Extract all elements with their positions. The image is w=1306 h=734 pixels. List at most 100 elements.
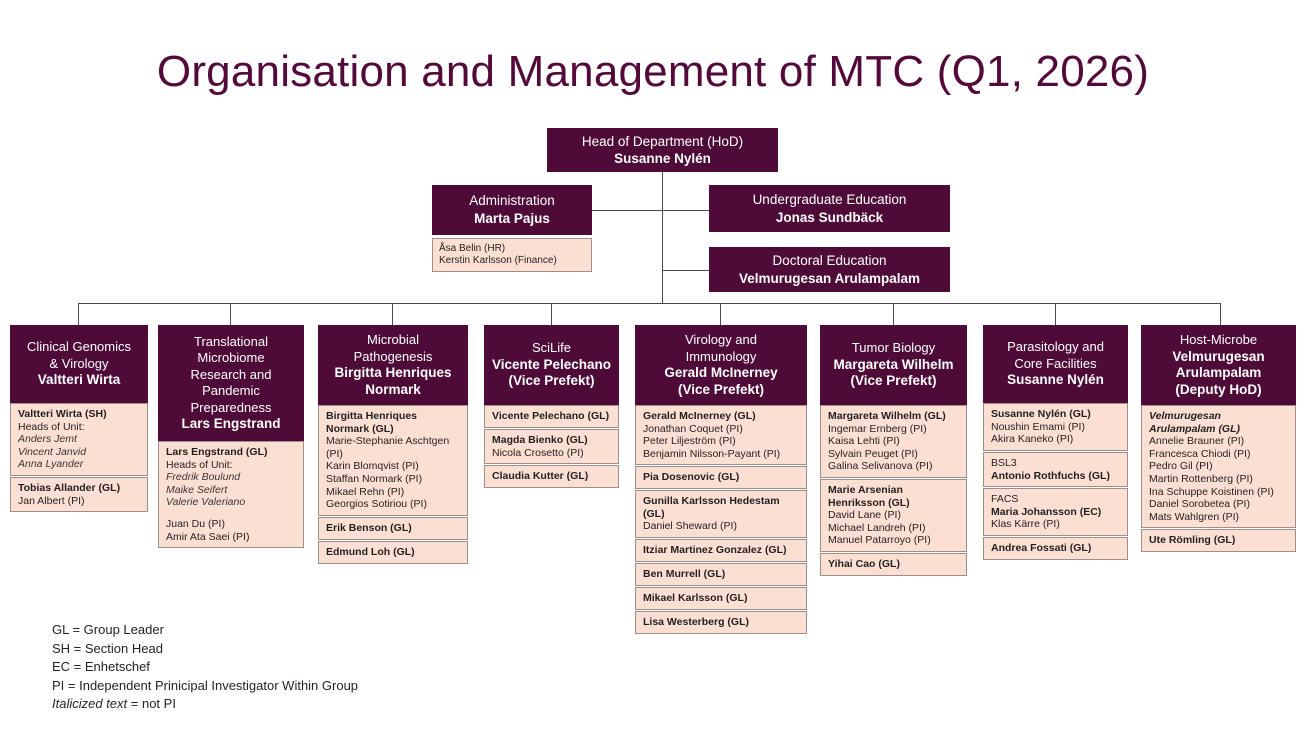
department-head-suffix: (Vice Prefekt) [508, 373, 595, 389]
department-title-line: Translational [194, 333, 268, 349]
unit-member: Kaisa Lehti (PI) [828, 435, 900, 448]
department-title-line: Clinical Genomics [26, 339, 132, 355]
unit-box: Magda Bienko (GL)Nicola Crosetto (PI) [484, 429, 619, 465]
unit-member: Jonathan Coquet (PI) [643, 422, 743, 435]
unit-member: Ina Schuppe Koistinen (PI) [1149, 485, 1274, 498]
unit-member: Sylvain Peuget (PI) [828, 447, 918, 460]
department-head-name: Birgitta Henriques Normark [334, 365, 452, 397]
connector-drop-4 [551, 303, 552, 325]
box-undergraduate-education[interactable]: Undergraduate Education Jonas Sundbäck [709, 185, 950, 232]
administration-role: Administration [469, 193, 555, 208]
unit-member: Ingemar Ernberg (PI) [828, 422, 927, 435]
legend-row: SH = Section Head [52, 640, 358, 659]
unit-member: Mikael Rehn (PI) [326, 485, 405, 498]
unit-member: Michael Landreh (PI) [828, 521, 926, 534]
unit-member: Claudia Kutter (GL) [492, 470, 589, 482]
connector-drop-8 [1220, 303, 1221, 325]
unit-member: Gunilla Karlsson Hedestam (GL) [643, 495, 780, 520]
unit-member: Edmund Loh (GL) [326, 546, 415, 558]
administration-staff-item: Åsa Belin (HR) [439, 243, 506, 254]
unit-member: Fredrik Boulund [166, 471, 241, 484]
unit-box: Yihai Cao (GL) [820, 553, 967, 576]
connector-main-horizontal [78, 303, 1221, 304]
page-title: Organisation and Management of MTC (Q1, … [156, 47, 1150, 96]
department-head-name: Lars Engstrand [181, 416, 281, 431]
department-head-name: Valtteri Wirta [37, 372, 121, 388]
unit-box: Vicente Pelechano (GL) [484, 405, 619, 428]
connector-drop-5 [720, 303, 721, 325]
unit-member: Valtteri Wirta (SH) [18, 408, 107, 420]
unit-member: Galina Selivanova (PI) [828, 460, 933, 473]
unit-member: Lisa Westerberg (GL) [643, 616, 749, 628]
unit-member: David Lane (PI) [828, 509, 901, 522]
undergraduate-education-role: Undergraduate Education [752, 191, 907, 207]
department-head-name: Vicente Pelechano [491, 356, 612, 372]
unit-member: Heads of Unit: [166, 458, 233, 471]
unit-box: Gunilla Karlsson Hedestam (GL)Daniel She… [635, 490, 807, 538]
box-doctoral-education[interactable]: Doctoral Education Velmurugesan Arulampa… [709, 247, 950, 292]
doctoral-education-person: Velmurugesan Arulampalam [738, 270, 921, 286]
legend-text: SH = Section Head [52, 640, 163, 656]
unit-member: Erik Benson (GL) [326, 522, 412, 534]
unit-member: Francesca Chiodi (PI) [1149, 447, 1251, 460]
department-head-suffix: (Deputy HoD) [1175, 381, 1262, 397]
connector-drop-7 [1055, 303, 1056, 325]
unit-member: Peter Liljeström (PI) [643, 435, 736, 448]
unit-member: Tobias Allander (GL) [18, 482, 121, 494]
department-title-line: Virology and [684, 332, 758, 347]
department-title-line: Pathogenesis [353, 348, 433, 364]
unit-member: Valerie Valeriano [166, 496, 246, 509]
department-title-line: Preparedness [190, 399, 272, 415]
unit-box: Birgitta Henriques Normark (GL)Marie-Ste… [318, 405, 468, 516]
legend-text: PI = Independent Prinicipal Investigator… [52, 677, 359, 693]
unit-box: Tobias Allander (GL)Jan Albert (PI) [10, 477, 148, 513]
unit-member: Yihai Cao (GL) [828, 558, 900, 570]
legend-row: Italicized text = not PI [52, 695, 358, 714]
unit-box: Erik Benson (GL) [318, 517, 468, 540]
unit-member: Vicente Pelechano (GL) [492, 410, 610, 422]
hod-role: Head of Department (HoD) [581, 134, 744, 149]
unit-box: Ute Römling (GL) [1141, 529, 1296, 552]
unit-member: Maria Johansson (EC) [991, 505, 1102, 518]
unit-box: Velmurugesan Arulampalam (GL)Annelie Bra… [1141, 405, 1296, 529]
unit-member: Andrea Fossati (GL) [991, 542, 1092, 554]
department-title-line: Host-Microbe [1179, 332, 1258, 347]
connector-drop-1 [78, 303, 79, 325]
department-title-line: Microbiome [197, 350, 265, 365]
unit-box: Edmund Loh (GL) [318, 541, 468, 564]
legend-text: GL = Group Leader [52, 622, 164, 637]
unit-member: Marie-Stephanie Aschtgen (PI) [326, 435, 450, 460]
department-title-line: Immunology [685, 348, 757, 364]
unit-member: Klas Kärre (PI) [991, 518, 1060, 531]
box-administration[interactable]: Administration Marta Pajus [432, 185, 592, 235]
unit-member: Juan Du (PI) [166, 517, 225, 530]
unit-member: Birgitta Henriques Normark (GL) [326, 410, 418, 435]
unit-member: Benjamin Nilsson-Payant (PI) [643, 447, 781, 460]
department-title-line: Core Facilities [1014, 355, 1097, 371]
administration-person: Marta Pajus [474, 211, 550, 226]
connector-drop-6 [893, 303, 894, 325]
unit-box: Ben Murrell (GL) [635, 563, 807, 586]
unit-box: Lisa Westerberg (GL) [635, 611, 807, 634]
unit-member: Georgios Sotiriou (PI) [326, 498, 427, 511]
unit-member: Mats Wahlgren (PI) [1149, 510, 1240, 523]
department-title-line: Microbial [366, 332, 419, 347]
hod-person: Susanne Nylén [614, 151, 711, 166]
unit-member: Antonio Rothfuchs (GL) [991, 469, 1110, 482]
connector-admin-horizontal [592, 210, 662, 211]
box-head-of-department[interactable]: Head of Department (HoD) Susanne Nylén [547, 128, 778, 172]
unit-box: Andrea Fossati (GL) [983, 537, 1128, 560]
unit-member: Manuel Patarroyo (PI) [828, 534, 931, 547]
unit-box: Mikael Karlsson (GL) [635, 587, 807, 610]
unit-spacer [166, 509, 297, 518]
